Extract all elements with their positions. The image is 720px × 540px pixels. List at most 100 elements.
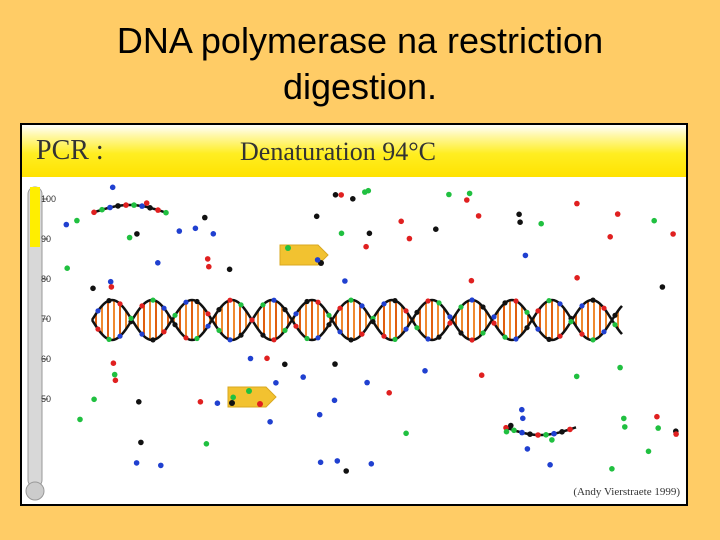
free-nucleotide xyxy=(247,355,254,362)
backbone-nucleotide xyxy=(579,331,585,337)
free-nucleotide xyxy=(478,372,485,378)
thermometer-tick-label: 50 xyxy=(41,394,51,404)
free-nucleotide xyxy=(204,256,211,262)
free-nucleotide xyxy=(614,211,621,217)
free-nucleotide xyxy=(74,217,80,224)
free-nucleotide xyxy=(446,191,452,198)
free-nucleotide xyxy=(136,399,142,405)
backbone-nucleotide xyxy=(139,303,145,309)
backbone-nucleotide xyxy=(337,329,343,335)
free-nucleotide xyxy=(126,234,133,241)
backbone-nucleotide xyxy=(271,337,277,343)
backbone-nucleotide xyxy=(161,329,167,335)
backbone-nucleotide xyxy=(128,315,134,321)
free-nucleotide xyxy=(197,399,204,405)
backbone-nucleotide xyxy=(315,299,321,305)
backbone-nucleotide xyxy=(381,301,387,307)
free-nucleotide xyxy=(574,275,580,281)
free-nucleotide xyxy=(230,394,236,401)
backbone-nucleotide xyxy=(359,303,365,309)
primer-nucleotide xyxy=(163,209,169,216)
backbone-nucleotide xyxy=(425,298,431,304)
primer-strand xyxy=(503,424,577,438)
free-nucleotide xyxy=(206,263,212,270)
backbone-nucleotide xyxy=(590,297,596,303)
backbone-nucleotide xyxy=(348,297,354,303)
free-nucleotide xyxy=(226,266,233,273)
free-nucleotide xyxy=(422,368,428,374)
credit: (Andy Vierstraete 1999) xyxy=(573,486,680,498)
free-nucleotide xyxy=(203,441,210,447)
free-nucleotide xyxy=(334,458,341,464)
free-nucleotide xyxy=(108,284,115,290)
free-nucleotide xyxy=(112,377,119,384)
backbone-nucleotide xyxy=(535,308,541,314)
dna-strand xyxy=(90,298,623,342)
backbone-nucleotide xyxy=(447,320,453,326)
backbone-nucleotide xyxy=(172,322,178,328)
backbone-nucleotide xyxy=(535,326,541,332)
backbone-nucleotide xyxy=(139,331,145,337)
backbone-nucleotide xyxy=(183,335,189,341)
slide-title: DNA polymerase na restriction digestion. xyxy=(60,18,660,110)
free-nucleotide xyxy=(210,231,217,237)
free-nucleotide xyxy=(202,214,208,221)
backbone-nucleotide xyxy=(403,308,409,314)
free-nucleotide xyxy=(342,278,348,284)
free-nucleotide xyxy=(368,461,375,467)
slide-title-line1: DNA polymerase na restriction xyxy=(116,20,604,61)
backbone-nucleotide xyxy=(227,297,233,303)
free-nucleotide xyxy=(607,234,613,240)
free-nucleotide xyxy=(406,235,413,242)
backbone-nucleotide xyxy=(370,319,376,325)
primer-nucleotide xyxy=(551,430,557,437)
backbone-nucleotide xyxy=(249,317,255,323)
backbone-nucleotide xyxy=(304,298,310,305)
backbone-nucleotide xyxy=(425,336,431,342)
backbone-nucleotide xyxy=(491,320,497,326)
free-nucleotide xyxy=(134,231,140,237)
primer-nucleotide xyxy=(543,432,549,438)
primer-nucleotide xyxy=(123,202,129,208)
backbone-nucleotide xyxy=(205,311,211,317)
free-nucleotide xyxy=(300,374,307,380)
free-nucleotide xyxy=(364,379,370,386)
primer-nucleotide xyxy=(107,204,113,211)
free-nucleotide xyxy=(63,221,70,228)
thermometer-tick-label: 80 xyxy=(41,274,51,284)
dna-strand xyxy=(90,298,623,342)
free-nucleotide xyxy=(574,200,580,207)
backbone-nucleotide xyxy=(458,330,464,336)
polymerase-shape-bottom xyxy=(227,386,277,408)
free-nucleotide xyxy=(659,284,666,290)
free-nucleotide xyxy=(547,462,553,468)
backbone-nucleotide xyxy=(568,319,574,325)
backbone-nucleotide xyxy=(502,300,508,306)
backbone-nucleotide xyxy=(216,327,222,333)
free-nucleotide xyxy=(670,231,676,237)
primer-nucleotide xyxy=(519,429,525,436)
backbone-nucleotide xyxy=(612,312,618,318)
free-nucleotide xyxy=(363,243,369,250)
backbone-nucleotide xyxy=(480,330,486,336)
backbone-nucleotide xyxy=(414,325,420,331)
free-nucleotide xyxy=(143,200,150,206)
backbone-nucleotide xyxy=(524,309,530,315)
free-nucleotide xyxy=(617,364,623,371)
free-nucleotide xyxy=(524,446,531,452)
primer-nucleotide xyxy=(527,431,533,438)
free-nucleotide xyxy=(468,277,475,284)
backbone-nucleotide xyxy=(95,308,101,314)
thermometer-bulb xyxy=(25,481,45,501)
primer-nucleotide xyxy=(535,432,541,438)
backbone-nucleotide xyxy=(392,298,398,304)
free-nucleotide xyxy=(282,361,288,368)
backbone-nucleotide xyxy=(513,336,519,342)
free-nucleotide xyxy=(314,257,321,263)
backbone-nucleotide xyxy=(150,297,156,303)
primer-nucleotide xyxy=(559,429,565,435)
primer-nucleotide xyxy=(139,203,145,209)
free-nucleotide xyxy=(332,361,338,367)
